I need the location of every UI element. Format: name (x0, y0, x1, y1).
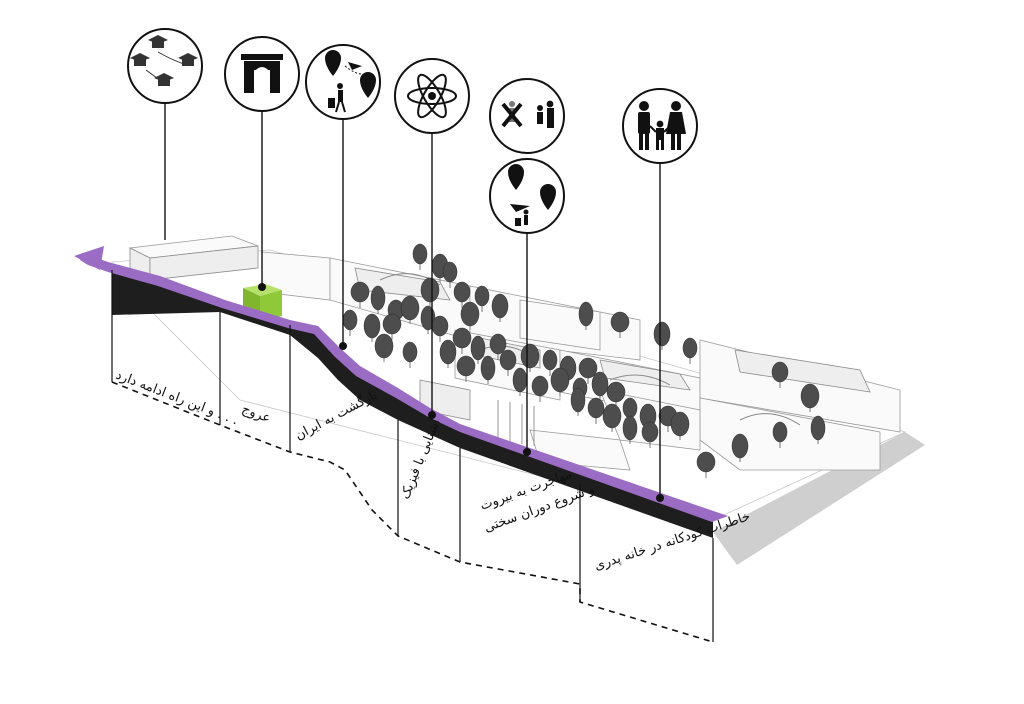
progression-path (80, 253, 728, 522)
path-arrowhead (74, 246, 104, 270)
tree (800, 383, 820, 409)
tree (606, 381, 626, 403)
tree (370, 285, 386, 311)
emigration-travel-icon (489, 158, 565, 234)
tree (731, 433, 749, 459)
tree (363, 313, 381, 339)
tree (550, 367, 570, 393)
tree (810, 415, 826, 441)
tree (520, 343, 540, 369)
tree (412, 243, 428, 265)
section-lines (111, 270, 714, 643)
tree (491, 293, 509, 319)
tree (570, 387, 586, 413)
tree (402, 341, 418, 363)
tree (420, 277, 440, 303)
tree (591, 371, 609, 397)
tree (480, 355, 496, 381)
tree (474, 285, 490, 307)
tree (682, 337, 698, 359)
tree-group (342, 243, 826, 478)
family-icon (622, 88, 698, 164)
tree (531, 375, 549, 397)
tree (653, 321, 671, 347)
tree (542, 349, 558, 371)
leader-lines (164, 102, 664, 502)
tree (439, 339, 457, 365)
tree (489, 333, 507, 355)
tree (610, 311, 630, 333)
tree (772, 421, 788, 443)
tree (374, 333, 394, 359)
tree (512, 367, 528, 393)
tree (622, 397, 638, 419)
tree (670, 411, 690, 437)
tree (587, 397, 605, 419)
tree (350, 281, 370, 303)
tree (622, 415, 638, 441)
tree (456, 355, 476, 377)
tree (771, 361, 789, 383)
atom-physics-icon (394, 58, 470, 134)
tree (578, 357, 598, 379)
graduation-group-icon (127, 28, 203, 104)
tree (452, 327, 472, 349)
travel-return-icon (305, 44, 381, 120)
tree (453, 281, 471, 303)
tree (382, 313, 402, 335)
tree (578, 301, 594, 327)
tree (602, 403, 622, 429)
tree (696, 451, 716, 473)
no-family-icon (489, 78, 565, 154)
tree (431, 315, 449, 337)
tree (342, 309, 358, 331)
gate-monument-icon (224, 36, 300, 112)
tree (470, 335, 486, 361)
tree (641, 421, 659, 443)
tree (460, 301, 480, 327)
tree (400, 295, 420, 321)
tree (499, 349, 517, 371)
tree (442, 261, 458, 283)
